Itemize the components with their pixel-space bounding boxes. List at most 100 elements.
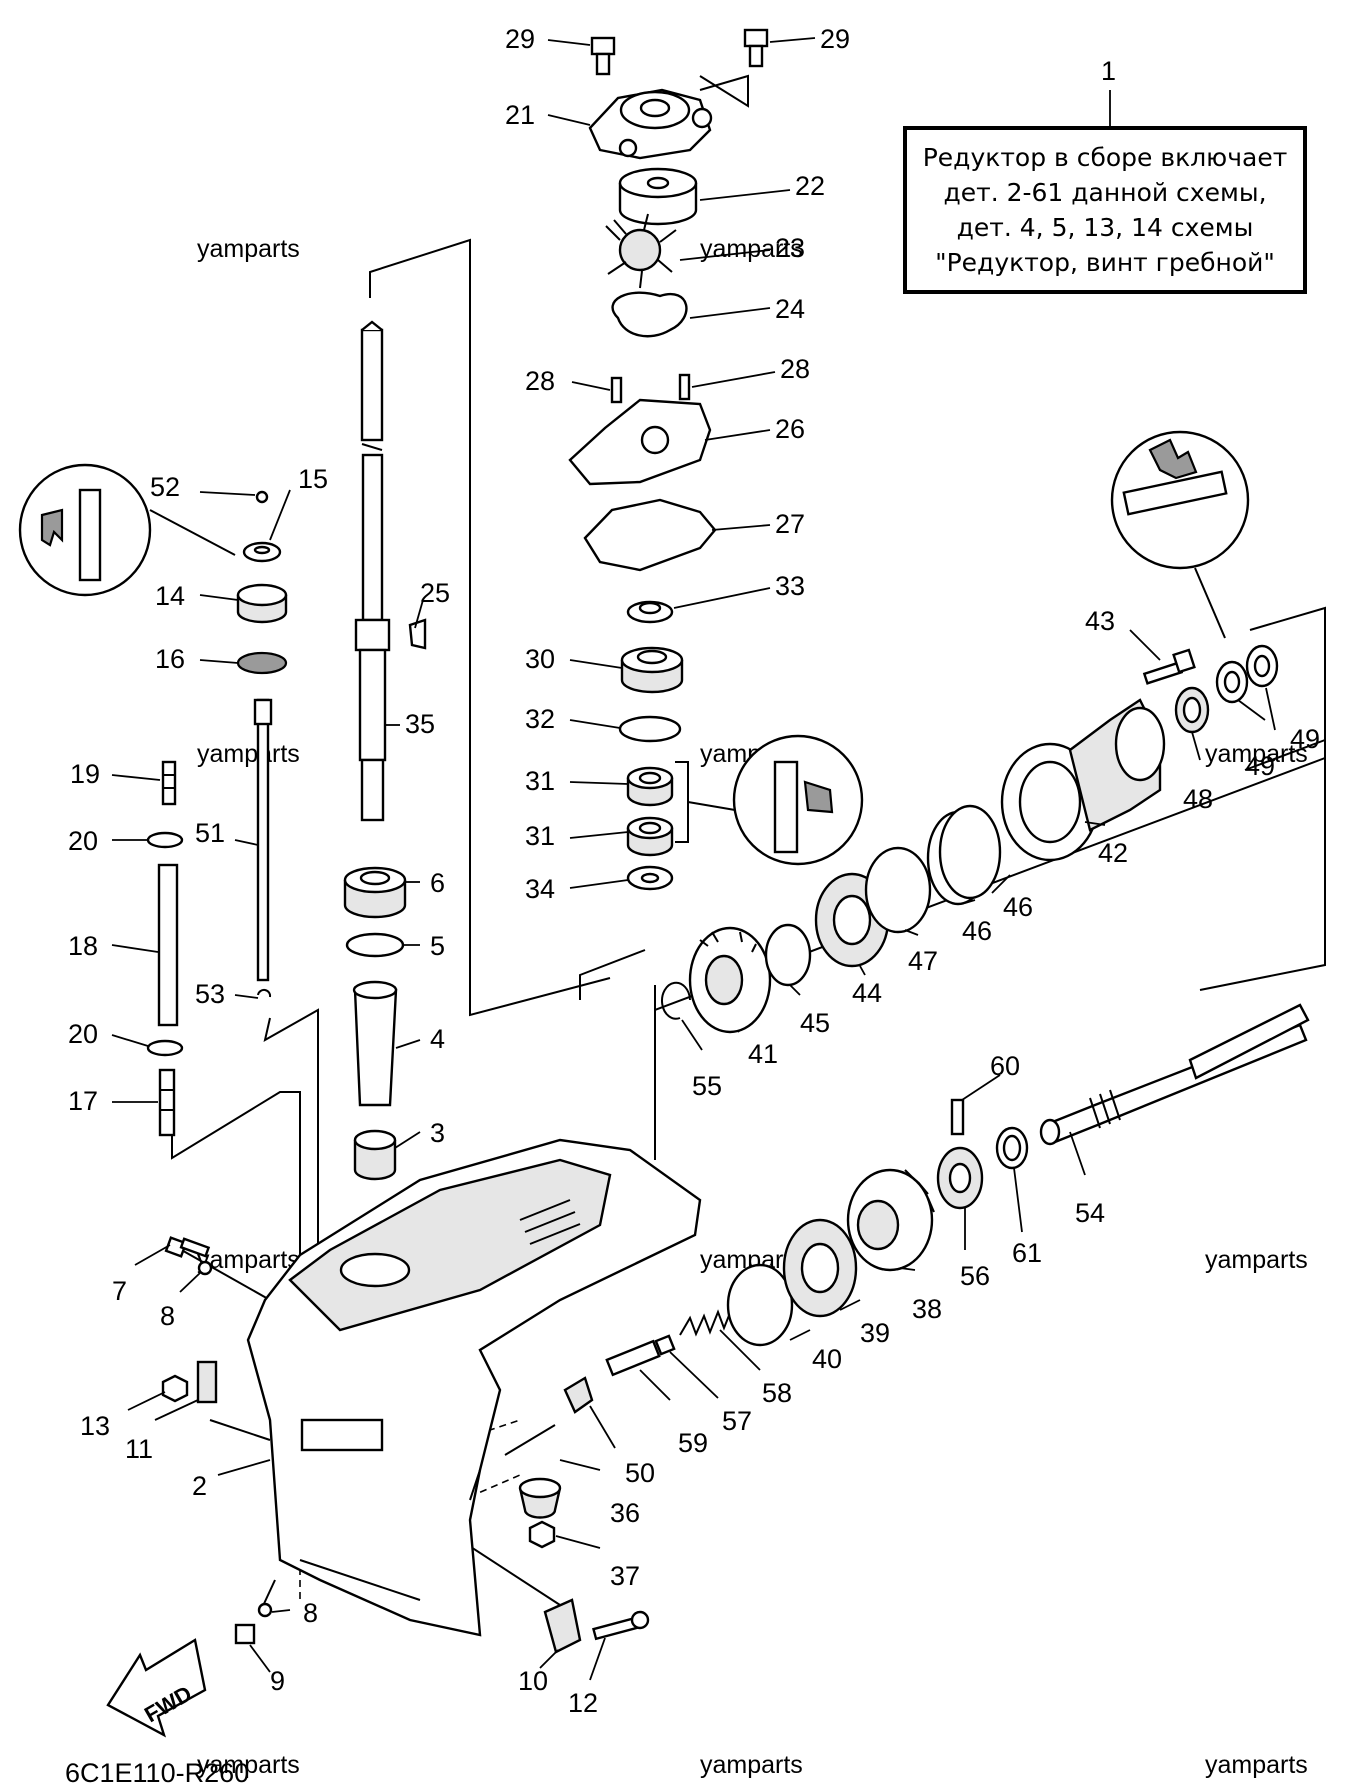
callout-25: 25 xyxy=(420,578,450,608)
tube-fitting-19 xyxy=(161,760,177,806)
callout-48: 48 xyxy=(1183,784,1213,814)
oil-seal-33 xyxy=(626,600,674,624)
assembly-lines xyxy=(171,74,1326,1609)
o-ring-32 xyxy=(618,715,682,743)
callout-46-left: 46 xyxy=(962,916,992,946)
callout-31-lower: 31 xyxy=(525,821,555,851)
callout-2: 2 xyxy=(192,1471,207,1501)
water-tube-18 xyxy=(157,863,179,1027)
watermark-text: yamparts xyxy=(1205,740,1308,768)
o-ring-46-b xyxy=(938,804,1002,900)
callout-23: 23 xyxy=(775,233,805,263)
callout-28-right: 28 xyxy=(780,354,810,384)
washer-8-upper xyxy=(197,1260,213,1276)
callout-14: 14 xyxy=(155,581,185,611)
washer-49-b xyxy=(1245,644,1279,688)
callout-12: 12 xyxy=(568,1688,598,1718)
callout-3: 3 xyxy=(430,1118,445,1148)
callout-34: 34 xyxy=(525,874,555,904)
callout-10: 10 xyxy=(518,1666,548,1696)
callout-22: 22 xyxy=(795,171,825,201)
callout-42: 42 xyxy=(1098,838,1128,868)
callout-33: 33 xyxy=(775,571,805,601)
callout-57: 57 xyxy=(722,1406,752,1436)
plate-gasket-27 xyxy=(583,498,717,572)
callout-32: 32 xyxy=(525,704,555,734)
circlip-55 xyxy=(661,981,691,1020)
outer-plate-26 xyxy=(568,398,712,486)
watermark-text: yamparts xyxy=(197,235,300,263)
note-line-3: дет. 4, 5, 13, 14 схемы xyxy=(956,213,1254,242)
watermark-text: yamparts xyxy=(197,1751,300,1779)
detail-circle-left xyxy=(18,463,236,597)
callout-1: 1 xyxy=(1101,56,1116,86)
gasket-24 xyxy=(611,291,688,338)
bolt-9 xyxy=(234,1623,256,1645)
impeller-23 xyxy=(605,213,677,289)
callout-56: 56 xyxy=(960,1261,990,1291)
callout-45: 45 xyxy=(800,1008,830,1038)
callout-17: 17 xyxy=(68,1086,98,1116)
shift-cam-50 xyxy=(563,1376,594,1414)
bushing-3 xyxy=(353,1129,397,1181)
washer-49-a xyxy=(1215,660,1249,704)
callout-55: 55 xyxy=(692,1071,722,1101)
bearing-39 xyxy=(782,1218,858,1318)
spring-clip-61 xyxy=(995,1126,1029,1170)
watermark-text: yamparts xyxy=(1205,1246,1308,1274)
clip-52 xyxy=(255,490,269,504)
callout-20-upper: 20 xyxy=(68,826,98,856)
reverse-gear-41 xyxy=(688,926,772,1034)
washer-8-lower xyxy=(257,1602,273,1618)
dowel-pin-28-left xyxy=(610,376,623,404)
needle-bearing-48 xyxy=(1174,686,1210,734)
callout-54: 54 xyxy=(1075,1198,1105,1228)
bearing-housing-42 xyxy=(1000,698,1166,862)
callout-39: 39 xyxy=(860,1318,890,1348)
callout-41: 41 xyxy=(748,1039,778,1069)
callout-46-right: 46 xyxy=(1003,892,1033,922)
callout-43: 43 xyxy=(1085,606,1115,636)
callout-15: 15 xyxy=(298,464,328,494)
o-ring-47 xyxy=(864,846,932,934)
callout-51: 51 xyxy=(195,818,225,848)
oil-seal-housing-30 xyxy=(620,646,684,694)
callout-20-lower: 20 xyxy=(68,1019,98,1049)
callout-6: 6 xyxy=(430,868,445,898)
callout-27: 27 xyxy=(775,509,805,539)
sleeve-4 xyxy=(352,980,398,1107)
callout-8-upper: 8 xyxy=(160,1301,175,1331)
callout-31-upper: 31 xyxy=(525,766,555,796)
callout-58: 58 xyxy=(762,1378,792,1408)
ring-5 xyxy=(345,932,405,958)
drawing-code: 6C1E110-R260 xyxy=(65,1758,249,1788)
oil-seal-31-upper xyxy=(626,766,674,807)
callout-18: 18 xyxy=(68,931,98,961)
shim-40 xyxy=(726,1263,794,1347)
callout-28-left: 28 xyxy=(525,366,555,396)
callout-13: 13 xyxy=(80,1411,110,1441)
bolt-29-right xyxy=(743,28,769,68)
dowel-pin-28-right xyxy=(678,373,691,401)
callout-16: 16 xyxy=(155,644,185,674)
part-callouts: 1 29 29 21 22 23 24 28 28 26 27 33 30 32… xyxy=(68,24,1320,1718)
anode-10 xyxy=(543,1598,582,1654)
callout-36: 36 xyxy=(610,1498,640,1528)
callout-11: 11 xyxy=(125,1434,153,1464)
ring-16 xyxy=(236,651,288,675)
propeller-shaft-54 xyxy=(1039,1003,1310,1146)
nut-37 xyxy=(528,1520,556,1549)
callout-59: 59 xyxy=(678,1428,708,1458)
callout-53: 53 xyxy=(195,979,225,1009)
callout-40: 40 xyxy=(812,1344,842,1374)
assembly-note-box: Редуктор в сборе включает дет. 2-61 данн… xyxy=(903,126,1307,294)
callout-8-lower: 8 xyxy=(303,1598,318,1628)
callout-49-right: 49 xyxy=(1290,724,1320,754)
grommet-17 xyxy=(158,1068,176,1137)
clamp-20-upper xyxy=(146,831,184,849)
clamp-20-lower xyxy=(146,1039,184,1057)
callout-35: 35 xyxy=(405,709,435,739)
callout-37: 37 xyxy=(610,1561,640,1591)
callout-19: 19 xyxy=(70,759,100,789)
